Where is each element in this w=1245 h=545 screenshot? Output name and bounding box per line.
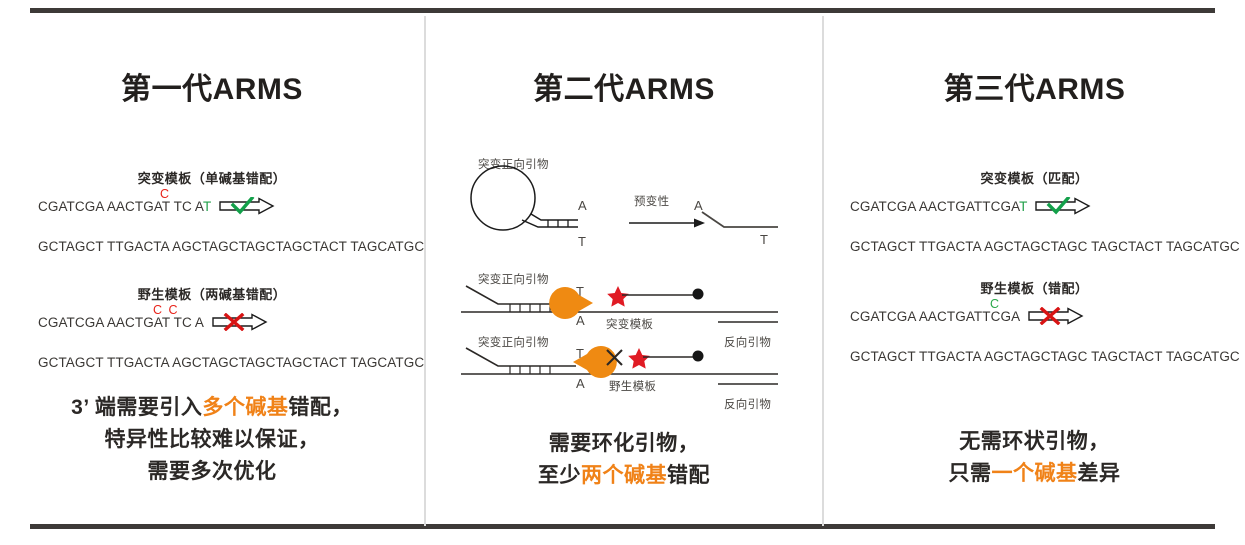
hairpin-transition-graphic	[470, 165, 778, 231]
panel-1-mutant-primer-last-base: T	[203, 199, 212, 214]
panel-3-title: 第三代ARMS	[943, 73, 1126, 106]
panel-2-conclusion: 需要环化引物， 至少两个碱基错配	[426, 428, 822, 492]
txt: 3’ 端需要引入	[71, 396, 203, 419]
panel-1-mutant-primer-line: C CGATCGA AACTGAT TC AT	[0, 188, 424, 219]
row1-graphic	[461, 285, 778, 323]
row1-template-label: 突变模板	[606, 319, 654, 331]
panel-1-wild-heading: 野生模板（两碱基错配）	[137, 287, 287, 302]
panel-3-wild-mismatch: C	[990, 297, 1001, 311]
row2-base-bottom: A	[576, 376, 585, 391]
top-rule	[30, 8, 1215, 13]
panel-1-conclusion: 3’ 端需要引入多个碱基错配， 特异性比较难以保证， 需要多次优化	[0, 392, 424, 488]
panel-generation-3: 第三代ARMS 突变模板（匹配） CGATCGA AACTGATTCGAT GC…	[824, 16, 1245, 524]
panel-1-mutant-block: 突变模板（单碱基错配） C CGATCGA AACTGAT TC AT GCTA…	[0, 168, 424, 254]
panel-3-wild-primer-seq: CGATCGA AACTGATTCGA	[850, 309, 1021, 324]
panel-1-mutant-primer-seq: CGATCGA AACTGAT TC A	[38, 199, 204, 214]
bottom-rule	[30, 524, 1215, 529]
panel-1-wild-primer-seq: CGATCGA AACTGAT TC A	[38, 315, 205, 330]
panel-2-conclusion-line-2: 至少两个碱基错配	[426, 460, 822, 492]
panel-1-mutant-result-check-arrow	[219, 197, 275, 215]
panel-1-wild-result-cross-arrow	[212, 313, 268, 331]
panel-1-conclusion-line-1: 3’ 端需要引入多个碱基错配，	[0, 392, 424, 424]
txt: 至少	[538, 464, 581, 487]
transition-label: 预变性	[634, 196, 670, 208]
txt-hl: 两个碱基	[581, 464, 667, 487]
txt: 错配	[667, 464, 710, 487]
panel-3-wild-template-line: GCTAGCT TTGACTA AGCTAGCTAGC TAGCTACT TAG…	[850, 349, 1240, 364]
panel-3-conclusion-line-1: 无需环状引物，	[959, 430, 1110, 453]
txt: 错配，	[288, 396, 353, 419]
row2-base-top: T	[576, 346, 584, 361]
panel-generation-2: 第二代ARMS 突变正向引物 A T 预变性 A T	[426, 16, 822, 524]
row2-reverse-primer-label: 反向引物	[724, 399, 772, 411]
row1-primer-label: 突变正向引物	[478, 274, 549, 286]
panel-1-title: 第一代ARMS	[121, 73, 303, 106]
hairpin-base-top: A	[578, 198, 587, 213]
panel-3-conclusion: 无需环状引物， 只需一个碱基差异	[824, 426, 1245, 490]
panel-3-mutant-block: 突变模板（匹配） CGATCGA AACTGATTCGAT GCTAGCT TT…	[824, 168, 1245, 254]
panel-3-mutant-heading: 突变模板（匹配）	[980, 171, 1089, 186]
panel-3-mutant-result-check-arrow	[1035, 197, 1091, 215]
row1-reverse-primer-label: 反向引物	[724, 337, 772, 349]
txt-hl: 多个碱基	[202, 396, 289, 419]
panel-3-mutant-template-line: GCTAGCT TTGACTA AGCTAGCTAGC TAGCTACT TAG…	[850, 239, 1240, 254]
hairpin-primer-label: 突变正向引物	[478, 159, 549, 171]
panel-1-wild-mismatch: C C	[153, 303, 180, 317]
panel-2-title: 第二代ARMS	[533, 73, 715, 106]
panel-1-wild-template-line: GCTAGCT TTGACTA AGCTAGCTAGCTAGCTACT TAGC…	[38, 355, 425, 370]
txt: 差异	[1077, 462, 1121, 485]
panel-2-diagram: 突变正向引物 A T 预变性 A T	[426, 16, 822, 524]
panel-3-wild-result-cross-arrow	[1028, 307, 1084, 325]
panel-1-mutant-template-line: GCTAGCT TTGACTA AGCTAGCTAGCTAGCTACT TAGC…	[38, 239, 425, 254]
panel-3-mutant-primer-last-base: T	[1019, 199, 1028, 214]
panel-divider-2	[822, 16, 824, 526]
panel-3-wild-primer-line: C CGATCGA AACTGATTCGA	[824, 298, 1245, 329]
panel-1-conclusion-line-2: 特异性比较难以保证，	[104, 428, 320, 451]
hairpin-base-bottom: T	[578, 234, 586, 249]
panel-3-conclusion-line-2: 只需一个碱基差异	[824, 458, 1245, 490]
linear-base-top: A	[694, 198, 703, 213]
panel-1-conclusion-line-3: 需要多次优化	[147, 460, 277, 483]
panel-1-mutant-mismatch: C	[160, 187, 171, 201]
panel-3-mutant-primer-seq: CGATCGA AACTGATTCGA	[850, 199, 1020, 214]
panel-2-conclusion-line-1: 需要环化引物，	[548, 432, 700, 455]
txt-hl: 一个碱基	[991, 462, 1078, 485]
panel-3-wild-heading: 野生模板（错配）	[980, 281, 1089, 296]
row2-primer-label: 突变正向引物	[478, 337, 549, 349]
panel-1-mutant-heading: 突变模板（单碱基错配）	[137, 171, 287, 186]
row2-graphic	[461, 346, 778, 385]
row1-base-bottom: A	[576, 313, 585, 328]
panel-1-wild-block: 野生模板（两碱基错配） C C CGATCGA AACTGAT TC A GCT…	[0, 284, 424, 370]
panel-divider-1	[424, 16, 426, 526]
panel-1-wild-primer-line: C C CGATCGA AACTGAT TC A	[0, 304, 424, 335]
row1-base-top: T	[576, 284, 584, 299]
linear-base-bottom: T	[760, 232, 768, 247]
panel-generation-1: 第一代ARMS 突变模板（单碱基错配） C CGATCGA AACTGAT TC…	[0, 16, 424, 524]
row2-template-label: 野生模板	[609, 381, 657, 393]
txt: 只需	[948, 462, 992, 485]
panel-3-wild-block: 野生模板（错配） C CGATCGA AACTGATTCGA GCTAGCT T…	[824, 278, 1245, 364]
panel-3-mutant-primer-line: CGATCGA AACTGATTCGAT	[824, 197, 1245, 219]
